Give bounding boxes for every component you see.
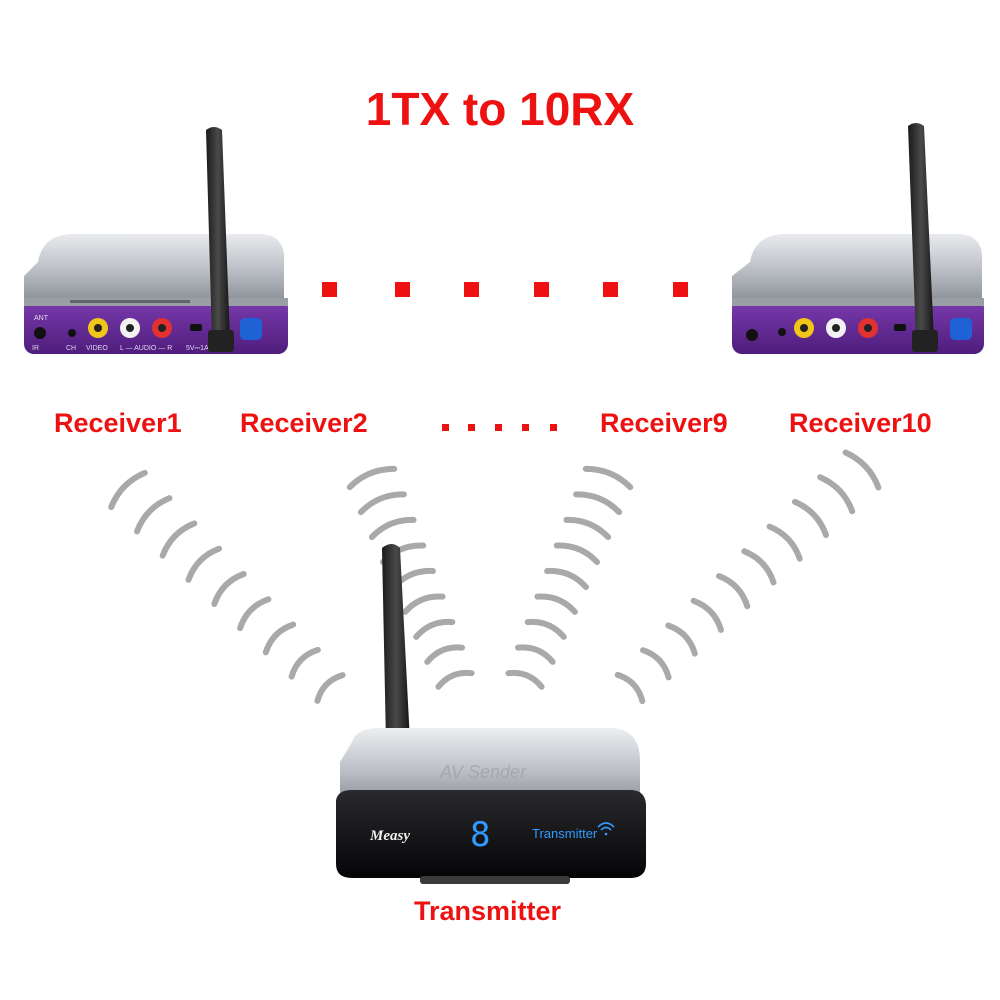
ellipsis-dot [468, 424, 475, 431]
signal-waves [108, 449, 882, 705]
vent-grille [70, 300, 190, 303]
ellipsis-dot [495, 424, 502, 431]
signal-wave-arc [134, 495, 173, 535]
port-label-ir: IR [32, 345, 39, 352]
signal-wave-arc [368, 516, 417, 541]
channel-display: 8 [470, 815, 490, 855]
signal-wave-arc [582, 465, 634, 491]
port-label-power: 5V⎓1A [186, 345, 209, 352]
transmitter-top-text: AV Sender [439, 762, 527, 782]
signal-wave-arc [413, 618, 456, 640]
port-label-audio: L — AUDIO — R [120, 345, 172, 352]
signal-wave-arc [534, 593, 578, 615]
brand-logo: Measy [369, 828, 410, 844]
signal-wave-arc [515, 644, 556, 665]
receiver-device-left: ANT IR CH VIDEO L — AUDIO — R 5V⎓1A [24, 127, 288, 354]
connection-dot [673, 282, 688, 297]
signal-wave-arc [108, 469, 148, 511]
transmitter-label: Transmitter [414, 896, 562, 926]
transmitter-panel-label: Transmitter [532, 826, 598, 841]
ir-port-icon [746, 329, 758, 341]
connection-dot [534, 282, 549, 297]
signal-wave-arc [505, 669, 545, 690]
signal-wave-arc [741, 548, 777, 586]
receiver-label-2: Receiver2 [240, 408, 368, 438]
connection-dot [464, 282, 479, 297]
receiver-label-10: Receiver10 [789, 408, 932, 438]
transmitter-device: AV Sender Measy 8 Transmitter [336, 544, 646, 884]
receiver-label-1: Receiver1 [54, 408, 182, 438]
signal-wave-arc [817, 474, 856, 515]
signal-wave-arc [716, 573, 751, 610]
receiver-label-9: Receiver9 [600, 408, 728, 438]
signal-wave-arc [288, 646, 321, 680]
signal-wave-arc [424, 644, 465, 665]
power-port-icon [190, 324, 202, 331]
signal-wave-arc [357, 491, 407, 516]
signal-wave-arc [791, 498, 829, 538]
ellipsis-dot [442, 424, 449, 431]
antenna-icon [206, 127, 230, 340]
signal-wave-arc [544, 567, 589, 590]
signal-wave-arc [573, 491, 623, 516]
signal-wave-arc [665, 622, 698, 657]
signal-wave-arc [690, 597, 724, 633]
antenna-connector-icon [240, 318, 262, 340]
signal-wave-arc [766, 523, 803, 562]
connection-dot [322, 282, 337, 297]
power-port-icon [894, 324, 906, 331]
connection-dot [603, 282, 618, 297]
transmitter-antenna-icon [382, 544, 410, 742]
signal-wave-arc [842, 449, 882, 491]
port-label-ant: ANT [34, 315, 49, 322]
signal-wave-arc [237, 596, 272, 632]
wifi-icon [597, 822, 615, 836]
signal-wave-arc [524, 618, 567, 640]
ch-button-icon [778, 328, 786, 336]
signal-wave-arc [614, 671, 646, 705]
ir-port-icon [34, 327, 46, 339]
signal-wave-arc [640, 647, 672, 681]
ellipsis-dot [522, 424, 529, 431]
signal-wave-arc [211, 571, 247, 607]
signal-wave-arc [314, 672, 346, 704]
signal-wave-arc [346, 465, 398, 491]
signal-wave-arc [159, 520, 198, 559]
port-label-video: VIDEO [86, 345, 108, 352]
signal-wave-arc [563, 516, 612, 541]
ellipsis-dot [550, 424, 557, 431]
diagram-title: 1TX to 10RX [365, 83, 635, 135]
signal-wave-arc [185, 545, 222, 583]
signal-wave-arc [402, 593, 446, 615]
antenna-icon [908, 123, 934, 340]
signal-wave-arc [553, 542, 600, 565]
connection-dot [395, 282, 410, 297]
receiver-device-right [732, 123, 984, 354]
ch-button-icon [68, 329, 76, 337]
port-label-ch: CH [66, 345, 76, 352]
antenna-connector-icon [950, 318, 972, 340]
signal-wave-arc [435, 669, 475, 690]
signal-wave-arc [262, 621, 297, 656]
